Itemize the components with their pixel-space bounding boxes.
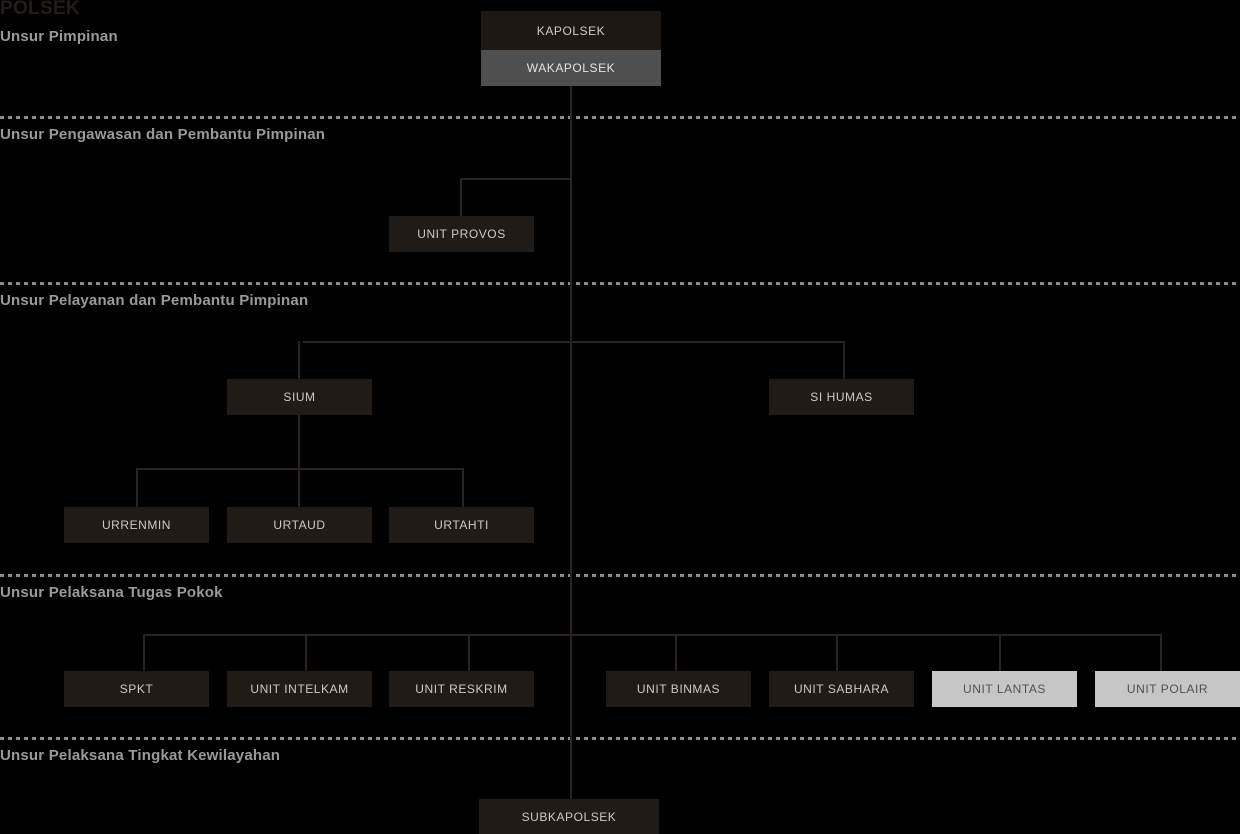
section-divider-4 bbox=[0, 737, 1240, 740]
connector-sium-drop bbox=[298, 341, 300, 379]
section-divider-3 bbox=[0, 574, 1240, 577]
connector-sabhara-drop bbox=[836, 634, 838, 671]
section-label-unsur-pengawasan: Unsur Pengawasan dan Pembantu Pimpinan bbox=[0, 126, 326, 143]
node-unit-reskrim[interactable]: UNIT RESKRIM bbox=[389, 671, 534, 707]
connector-urrenmin-drop bbox=[136, 468, 138, 507]
section-label-unsur-pelayanan: Unsur Pelayanan dan Pembantu Pimpinan bbox=[0, 292, 309, 309]
node-urrenmin[interactable]: URRENMIN bbox=[64, 507, 209, 543]
node-unit-binmas[interactable]: UNIT BINMAS bbox=[606, 671, 751, 707]
connector-provos-vertical bbox=[460, 178, 462, 216]
node-unit-lantas[interactable]: UNIT LANTAS bbox=[932, 671, 1077, 707]
node-subkapolsek[interactable]: SUBKAPOLSEK bbox=[479, 799, 659, 834]
node-urtahti[interactable]: URTAHTI bbox=[389, 507, 534, 543]
connector-provos-horizontal bbox=[460, 178, 571, 180]
node-unit-provos[interactable]: UNIT PROVOS bbox=[389, 216, 534, 252]
section-label-unsur-pimpinan: Unsur Pimpinan bbox=[0, 28, 118, 45]
node-unit-sabhara[interactable]: UNIT SABHARA bbox=[769, 671, 914, 707]
connector-sium-stem bbox=[298, 415, 300, 468]
section-divider-1 bbox=[0, 116, 1240, 119]
node-unit-polair[interactable]: UNIT POLAIR bbox=[1095, 671, 1240, 707]
section-divider-2 bbox=[0, 282, 1240, 285]
connector-ur-horizontal bbox=[136, 468, 464, 470]
node-kapolsek[interactable]: KAPOLSEK bbox=[481, 11, 661, 50]
section-label-unsur-kewilayahan: Unsur Pelaksana Tingkat Kewilayahan bbox=[0, 747, 281, 764]
connector-sihumas-drop bbox=[843, 341, 845, 379]
page-title: POLSEK bbox=[0, 0, 80, 19]
connector-urtaud-drop bbox=[298, 468, 300, 507]
node-urtaud[interactable]: URTAUD bbox=[227, 507, 372, 543]
node-si-humas[interactable]: SI HUMAS bbox=[769, 379, 914, 415]
connector-intelkam-drop bbox=[305, 634, 307, 671]
connector-lantas-drop bbox=[999, 634, 1001, 671]
connector-urtahti-drop bbox=[462, 468, 464, 507]
node-wakapolsek[interactable]: WAKAPOLSEK bbox=[481, 50, 661, 86]
connector-pelaksana-horizontal bbox=[143, 634, 1162, 636]
connector-reskrim-drop bbox=[468, 634, 470, 671]
connector-spkt-drop bbox=[143, 634, 145, 671]
node-spkt[interactable]: SPKT bbox=[64, 671, 209, 707]
section-label-unsur-pelaksana-tugas: Unsur Pelaksana Tugas Pokok bbox=[0, 584, 223, 601]
connector-polair-drop bbox=[1160, 634, 1162, 671]
connector-binmas-drop bbox=[675, 634, 677, 671]
connector-pelayanan-horizontal bbox=[303, 341, 845, 343]
spine-main bbox=[570, 85, 572, 800]
node-unit-intelkam[interactable]: UNIT INTELKAM bbox=[227, 671, 372, 707]
node-sium[interactable]: SIUM bbox=[227, 379, 372, 415]
